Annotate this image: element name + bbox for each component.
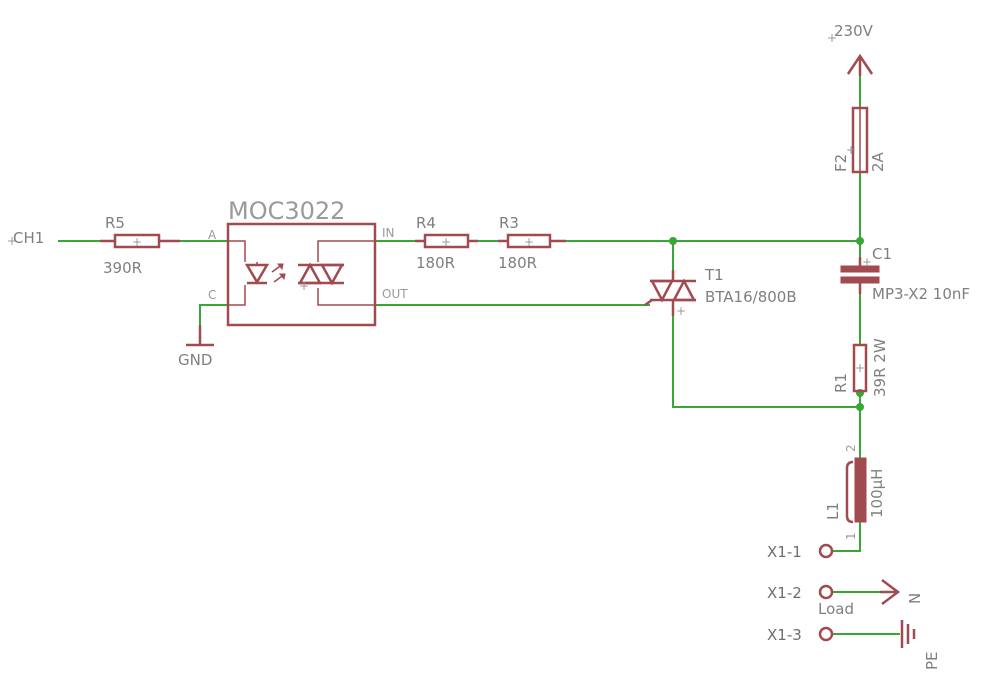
input-ch1: CH1 xyxy=(8,229,44,247)
l1-pin2: 2 xyxy=(844,444,858,452)
f2-value: 2A xyxy=(869,151,887,172)
svg-text:+: + xyxy=(441,235,451,249)
pe-label: PE xyxy=(923,651,941,670)
fuse-f2: + F2 2A xyxy=(832,106,887,174)
ground-label: GND xyxy=(178,351,212,369)
r1-name: R1 xyxy=(832,373,850,393)
terminal-icon xyxy=(818,543,834,559)
r4-name: R4 xyxy=(416,214,436,232)
c1-value: MP3-X2 10nF xyxy=(872,285,970,303)
pin-a: A xyxy=(208,228,217,242)
r3-name: R3 xyxy=(499,214,519,232)
pin-in: IN xyxy=(382,226,395,240)
triac-t1: + T1 BTA16/800B xyxy=(644,266,797,318)
x1-2-label: X1-2 xyxy=(767,584,802,602)
resistor-r1: + R1 39R 2W xyxy=(832,338,889,397)
f2-name: F2 xyxy=(832,154,850,172)
l1-value: 100µH xyxy=(868,469,886,518)
svg-text:+: + xyxy=(132,235,142,249)
neutral-label: N xyxy=(906,593,924,604)
svg-text:+: + xyxy=(676,304,686,318)
r5-value: 390R xyxy=(103,259,142,277)
inductor-l1: 2 1 L1 100µH xyxy=(824,444,886,540)
resistor-r3: + R3 180R xyxy=(498,214,566,272)
t1-value: BTA16/800B xyxy=(705,288,797,306)
ground-symbol: GND xyxy=(178,325,214,369)
junction-dot xyxy=(856,237,864,245)
r4-value: 180R xyxy=(416,254,455,272)
r1-value: 39R 2W xyxy=(871,338,889,397)
svg-text:+: + xyxy=(844,145,858,155)
led-icon xyxy=(244,263,270,285)
resistor-r4: + R4 180R xyxy=(415,214,478,272)
l1-pin1: 1 xyxy=(844,532,858,540)
x1-3-label: X1-3 xyxy=(767,626,802,644)
capacitor-c1: + C1 MP3-X2 10nF xyxy=(840,245,970,303)
opto-name: MOC3022 xyxy=(228,197,345,225)
terminal-x1-3: X1-3 PE xyxy=(767,620,941,670)
wire-triac-a1 xyxy=(672,302,860,408)
optocoupler-moc3022: MOC3022 + A C IN OUT xyxy=(208,197,408,327)
svg-text:+: + xyxy=(524,235,534,249)
pin-out: OUT xyxy=(382,287,408,301)
svg-text:+: + xyxy=(299,279,309,293)
terminal-x1-2: X1-2 Load N xyxy=(767,579,924,618)
wire-opto-gnd xyxy=(199,304,228,345)
triac-icon xyxy=(649,279,675,303)
r5-name: R5 xyxy=(105,214,125,232)
capacitor-icon xyxy=(840,265,880,273)
svg-text:+: + xyxy=(862,255,872,269)
svg-text:+: + xyxy=(855,361,865,375)
x1-1-label: X1-1 xyxy=(767,543,802,561)
resistor-r5: + R5 390R xyxy=(100,214,180,277)
r3-value: 180R xyxy=(498,254,537,272)
terminal-icon xyxy=(818,626,834,642)
inductor-icon xyxy=(854,457,867,523)
pin-c: C xyxy=(208,288,216,302)
c1-name: C1 xyxy=(872,245,892,263)
junction-dot xyxy=(669,237,677,245)
input-label: CH1 xyxy=(13,229,44,247)
supply-symbol: 230V xyxy=(828,22,874,76)
load-label: Load xyxy=(818,600,854,618)
terminal-x1-1: X1-1 xyxy=(767,543,834,561)
l1-name: L1 xyxy=(824,502,842,520)
junction-dot xyxy=(856,403,864,411)
supply-label: 230V xyxy=(834,22,874,40)
terminal-icon xyxy=(818,584,834,600)
wire-l1-x1-1 xyxy=(833,522,861,552)
t1-name: T1 xyxy=(704,266,724,284)
